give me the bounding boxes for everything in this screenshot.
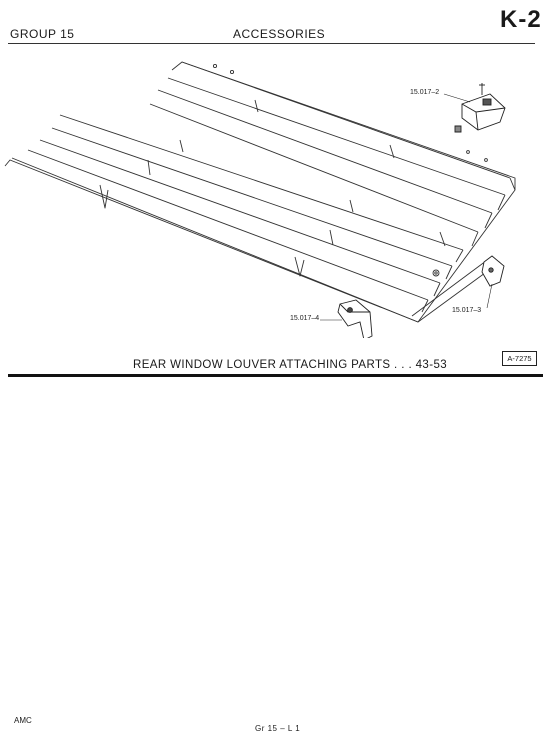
callout-part-2: 15.017–2 — [410, 89, 440, 96]
figure-number: A-7275 — [502, 351, 537, 366]
callout-part-4: 15.017–4 — [290, 315, 320, 322]
footer-brand: AMC — [14, 716, 32, 725]
callout-part-3: 15.017–3 — [452, 307, 482, 314]
section-title: ACCESSORIES — [233, 27, 326, 41]
louver-illustration — [4, 61, 516, 338]
footer-page-ref: Gr 15 – L 1 — [255, 724, 301, 733]
header-rule — [8, 43, 535, 44]
page-code: K-2 — [500, 6, 542, 33]
group-label: GROUP 15 — [10, 27, 75, 41]
section-rule — [8, 374, 543, 377]
figure-caption: REAR WINDOW LOUVER ATTACHING PARTS . . .… — [133, 359, 448, 371]
